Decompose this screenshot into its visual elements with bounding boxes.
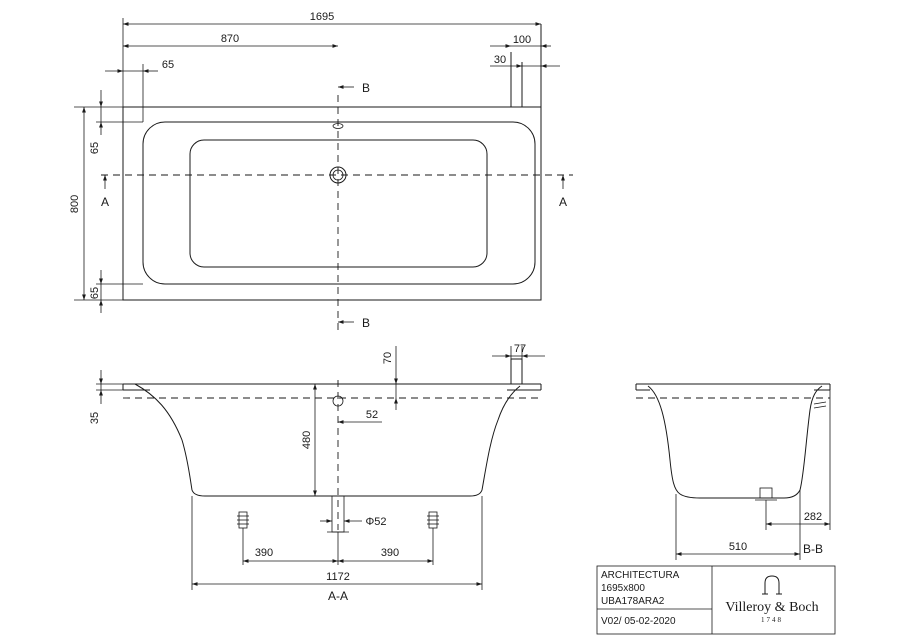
dim-390-left: 390 bbox=[255, 547, 273, 559]
dim-end-30: 30 bbox=[494, 54, 506, 66]
dim-rim-bottom: 65 bbox=[89, 287, 101, 299]
section-b-top: B bbox=[362, 81, 370, 95]
dim-drain-diameter: Φ52 bbox=[365, 516, 386, 528]
dim-52: 52 bbox=[366, 409, 378, 421]
product-name: ARCHITECTURA bbox=[601, 570, 680, 581]
section-b-bottom: B bbox=[362, 316, 370, 330]
section-bb-label: B-B bbox=[803, 542, 823, 556]
dim-70: 70 bbox=[382, 352, 394, 364]
brand-logo-icon bbox=[762, 575, 782, 595]
tub-basin-outer bbox=[142, 121, 536, 285]
dim-390-right: 390 bbox=[381, 547, 399, 559]
tub-basin-inner bbox=[189, 139, 488, 268]
dim-length: 1695 bbox=[310, 11, 334, 23]
dim-282: 282 bbox=[804, 511, 822, 523]
dim-width: 800 bbox=[69, 195, 81, 213]
tub-profile-aa bbox=[134, 383, 521, 497]
top-view: 1695 870 100 30 65 800 65 65 bbox=[69, 11, 573, 330]
dim-77: 77 bbox=[514, 343, 526, 355]
product-code: UBA178ARA2 bbox=[601, 596, 665, 607]
title-block: ARCHITECTURA 1695x800 UBA178ARA2 V02/ 05… bbox=[596, 565, 836, 635]
tub-profile-bb bbox=[647, 385, 823, 499]
section-a-left: A bbox=[101, 195, 109, 209]
brand-year: 1748 bbox=[761, 616, 783, 624]
section-aa-label: A-A bbox=[328, 589, 348, 603]
section-a-right: A bbox=[559, 195, 567, 209]
overflow-symbol bbox=[332, 123, 344, 129]
dim-480: 480 bbox=[301, 431, 313, 449]
dim-rim-left: 65 bbox=[162, 59, 174, 71]
product-size: 1695x800 bbox=[601, 583, 645, 594]
brand-name: Villeroy & Boch bbox=[725, 600, 818, 615]
dim-rim-top: 65 bbox=[89, 142, 101, 154]
section-bb-view: 282 510 B-B bbox=[635, 383, 831, 560]
tub-outline-outer bbox=[122, 106, 542, 301]
dim-end-100: 100 bbox=[513, 34, 531, 46]
drain-symbol bbox=[329, 166, 347, 184]
dim-35: 35 bbox=[89, 412, 101, 424]
section-aa-view: 77 70 35 52 480 Φ52 390 390 bbox=[89, 343, 545, 603]
headrest-block bbox=[510, 358, 523, 385]
dim-drain-position: 870 bbox=[221, 33, 239, 45]
dim-1172: 1172 bbox=[326, 571, 350, 583]
dim-510: 510 bbox=[729, 541, 747, 553]
drawing-version: V02/ 05-02-2020 bbox=[601, 616, 676, 627]
